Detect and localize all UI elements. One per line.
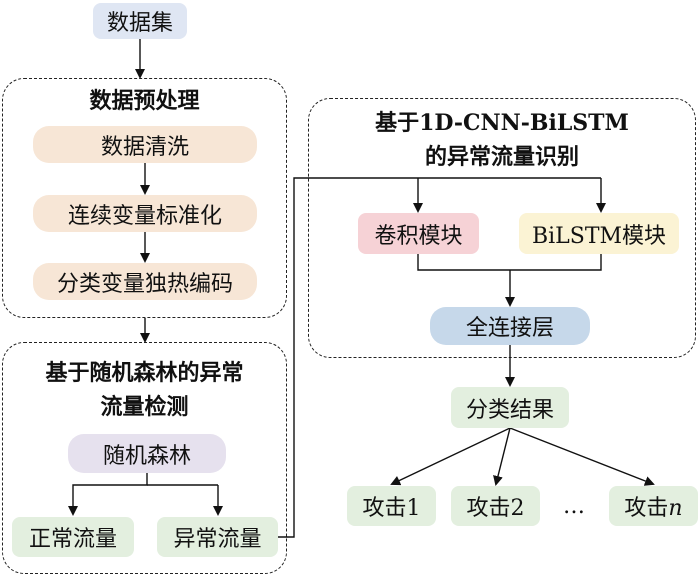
rf-branch-lines (68, 473, 148, 516)
attackn-suffix: n (668, 496, 683, 521)
attackn-label: 攻击n (624, 490, 682, 522)
attack2-node: 攻击2 (451, 486, 540, 526)
data-cleaning-node: 数据清洗 (33, 126, 257, 163)
random-forest-title-line2: 流量检测 (100, 394, 189, 420)
fully-connected-label: 全连接层 (465, 316, 554, 341)
conv-module-label: 卷积模块 (374, 223, 463, 249)
onehot-label: 分类变量独热编码 (56, 271, 233, 297)
abnormal-traffic-node: 异常流量 (157, 517, 278, 557)
continuous-std-node: 连续变量标准化 (33, 195, 257, 232)
arrow-to-attack2 (493, 427, 511, 486)
attackn-prefix: 攻击 (624, 496, 669, 521)
abnormal-traffic-label: 异常流量 (173, 527, 262, 552)
attack1-node: 攻击1 (347, 486, 436, 526)
cnn-bilstm-container (308, 98, 696, 358)
dataset-node: 数据集 (93, 3, 187, 39)
conv-module-node: 卷积模块 (358, 213, 479, 254)
cnn-bilstm-title: 基于1D-CNN-BiLSTM 的异常流量识别 (308, 106, 696, 174)
dataset-label: 数据集 (106, 11, 173, 36)
normal-traffic-label: 正常流量 (28, 527, 117, 552)
attack2-label: 攻击2 (466, 496, 525, 521)
random-forest-title: 基于随机森林的异常 流量检测 (2, 356, 287, 424)
classification-label: 分类结果 (465, 397, 554, 423)
onehot-node: 分类变量独热编码 (33, 263, 257, 300)
random-forest-title-line1: 基于随机森林的异常 (45, 360, 244, 386)
bilstm-module-label: BiLSTM模块 (531, 223, 667, 249)
classification-node: 分类结果 (451, 387, 569, 428)
fully-connected-node: 全连接层 (430, 307, 590, 345)
data-cleaning-label: 数据清洗 (100, 134, 189, 160)
bilstm-module-node: BiLSTM模块 (519, 213, 679, 254)
merge-lines (417, 254, 602, 271)
ellipsis-text: … (552, 486, 596, 526)
preprocess-title: 数据预处理 (89, 88, 200, 114)
abnormal-to-cnn-line (278, 177, 601, 538)
random-forest-label: 随机森林 (102, 443, 191, 469)
attack1-label: 攻击1 (362, 496, 421, 521)
cnn-bilstm-title-line2: 的异常流量识别 (424, 144, 579, 170)
normal-traffic-node: 正常流量 (12, 517, 134, 557)
continuous-std-label: 连续变量标准化 (67, 203, 222, 229)
attackn-node: 攻击n (609, 486, 698, 526)
arrow-to-attackn (509, 427, 655, 486)
random-forest-node: 随机森林 (68, 434, 226, 473)
arrow-to-attack1 (390, 427, 511, 486)
cnn-bilstm-title-line1: 基于1D-CNN-BiLSTM (375, 110, 629, 136)
ellipsis-label: … (563, 493, 585, 519)
